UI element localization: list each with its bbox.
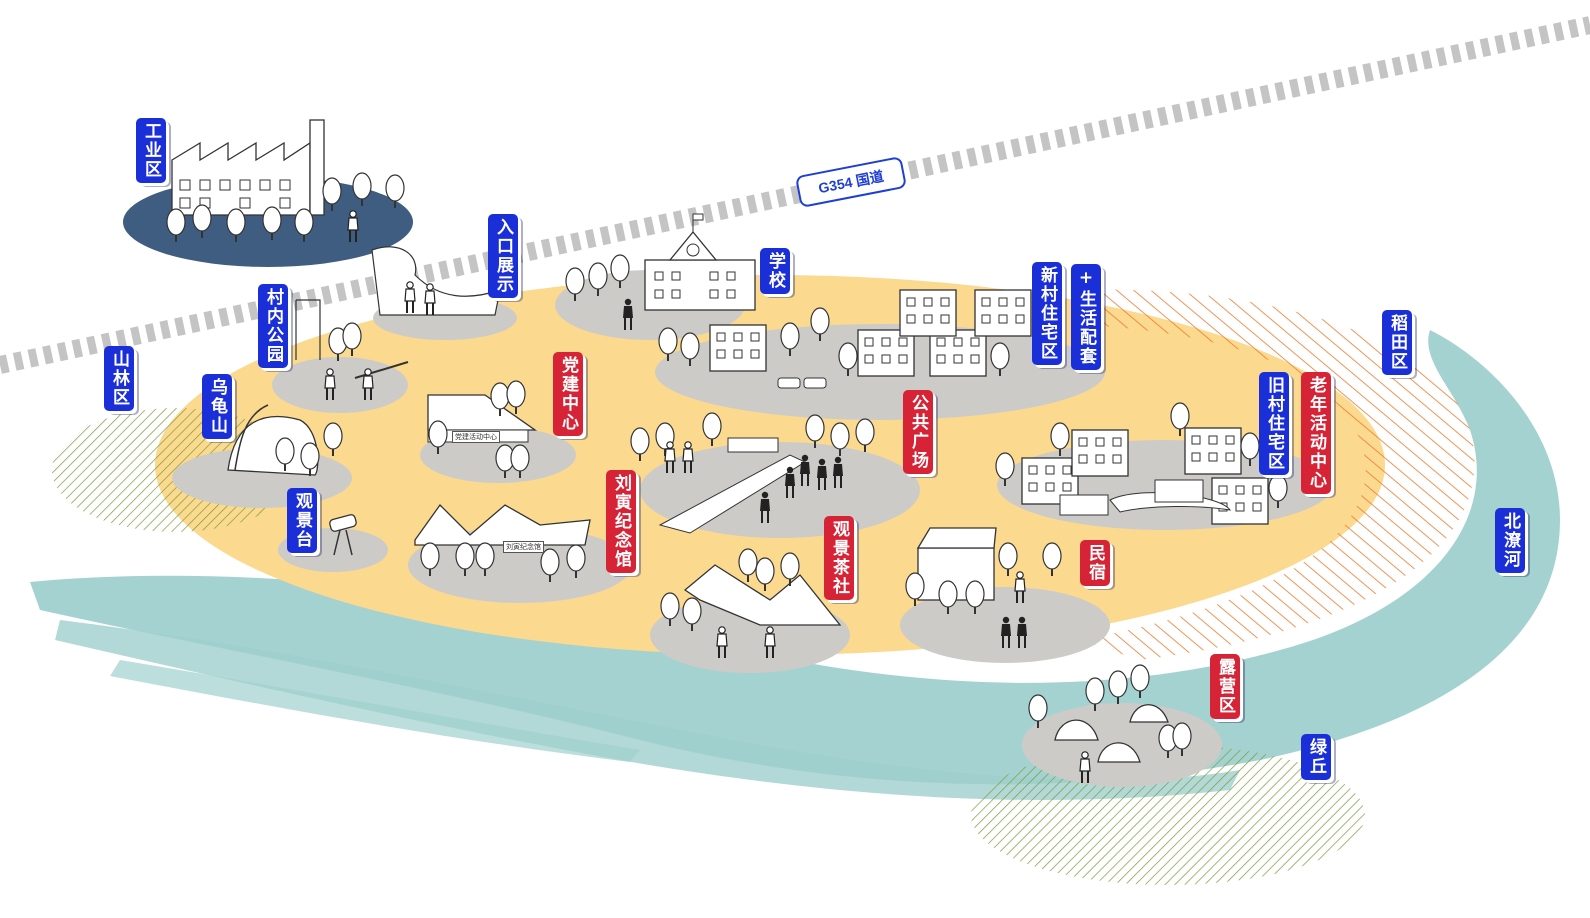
zone-label-text: 村内公园 [263,288,283,364]
zone-label-text: 山林区 [109,350,129,407]
zone-label-text: 民宿 [1085,544,1105,582]
zone-label-text: 学校 [765,252,785,290]
memorial-hall-zone [408,503,632,603]
homestay-zone [900,527,1110,663]
entrance-display-zone [371,246,517,340]
zone-label-text: 稻田区 [1387,314,1407,371]
zone-label-river[interactable]: 北潦河 [1495,508,1525,573]
zone-label-camping[interactable]: 露营区 [1210,654,1240,719]
zone-label-teahouse[interactable]: 观景茶社 [824,516,854,600]
industry-zone [123,119,413,267]
zone-label-text: 绿丘 [1306,738,1326,776]
zone-label-text: +生活配套 [1076,268,1096,366]
zone-label-park[interactable]: 村内公园 [258,284,288,368]
public-plaza-zone [630,412,920,538]
zone-label-party[interactable]: 党建中心 [553,352,583,436]
village-park-zone [272,299,409,413]
zone-label-text: 观景茶社 [829,520,849,596]
zone-label-homestay[interactable]: 民宿 [1080,540,1110,586]
zone-label-old-village[interactable]: 旧村住宅区 [1259,372,1289,475]
zone-label-school[interactable]: 学校 [760,248,790,294]
zone-label-text: 观景台 [292,492,312,549]
zone-label-text: 乌龟山 [207,378,227,435]
zone-label-text: 入口展示 [493,218,513,294]
zone-label-text: 新村住宅区 [1037,266,1057,361]
old-village-zone [995,402,1333,530]
zone-label-entrance[interactable]: 入口展示 [488,214,518,298]
zone-label-text: 刘寅纪念馆 [611,474,631,569]
party-building-sign: 党建活动中心 [452,431,500,443]
camping-zone [1022,664,1222,787]
new-village-zone [655,289,1105,420]
zone-label-text: 工业区 [141,122,161,179]
rice-field-area [1080,289,1475,660]
zone-label-text: 老年活动中心 [1306,376,1326,490]
zone-label-elder[interactable]: 老年活动中心 [1301,372,1331,494]
zone-label-text: 露营区 [1215,658,1235,715]
zone-label-lookout[interactable]: 观景台 [287,488,317,553]
memorial-hall-sign: 刘寅纪念馆 [503,541,544,553]
zone-label-text: 旧村住宅区 [1264,376,1284,471]
zone-label-green-hill[interactable]: 绿丘 [1301,734,1331,780]
teahouse-zone [650,548,850,673]
zone-label-text: 北潦河 [1500,512,1520,569]
zone-label-memorial[interactable]: 刘寅纪念馆 [606,470,636,573]
zone-label-new-village[interactable]: 新村住宅区 [1032,262,1062,365]
zone-label-rice[interactable]: 稻田区 [1382,310,1412,375]
zone-label-plaza[interactable]: 公共广场 [903,390,933,474]
school-zone [555,213,756,340]
zone-label-text: 公共广场 [908,394,928,470]
zone-label-living[interactable]: +生活配套 [1071,264,1101,370]
zone-label-text: 党建中心 [558,356,578,432]
zone-label-turtle[interactable]: 乌龟山 [202,374,232,439]
zone-label-industry[interactable]: 工业区 [136,118,166,183]
zone-label-forest[interactable]: 山林区 [104,346,134,411]
